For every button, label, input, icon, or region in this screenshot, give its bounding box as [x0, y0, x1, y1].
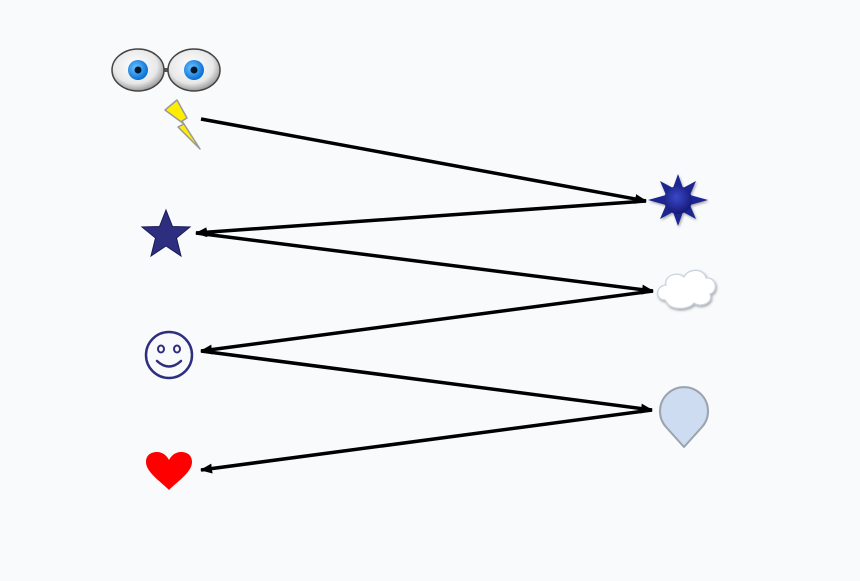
eyes-icon [111, 48, 221, 92]
teardrop-icon [659, 386, 709, 448]
arrow-sun-to-star [195, 199, 647, 238]
arrow-teardrop-to-heart [200, 408, 653, 474]
arrow-lightning-to-sun [200, 117, 647, 204]
arrow-star-to-cloud [195, 231, 654, 295]
heart-icon [146, 452, 192, 490]
lightning-bolt-icon [164, 99, 201, 150]
arrows-group [195, 117, 654, 474]
arrow-smiley-to-teardrop [200, 349, 653, 414]
arrow-cloud-to-smiley [200, 289, 654, 355]
star-icon [140, 208, 192, 258]
sun-icon [648, 174, 708, 226]
smiley-face-icon [144, 330, 194, 380]
cloud-icon [657, 269, 716, 309]
